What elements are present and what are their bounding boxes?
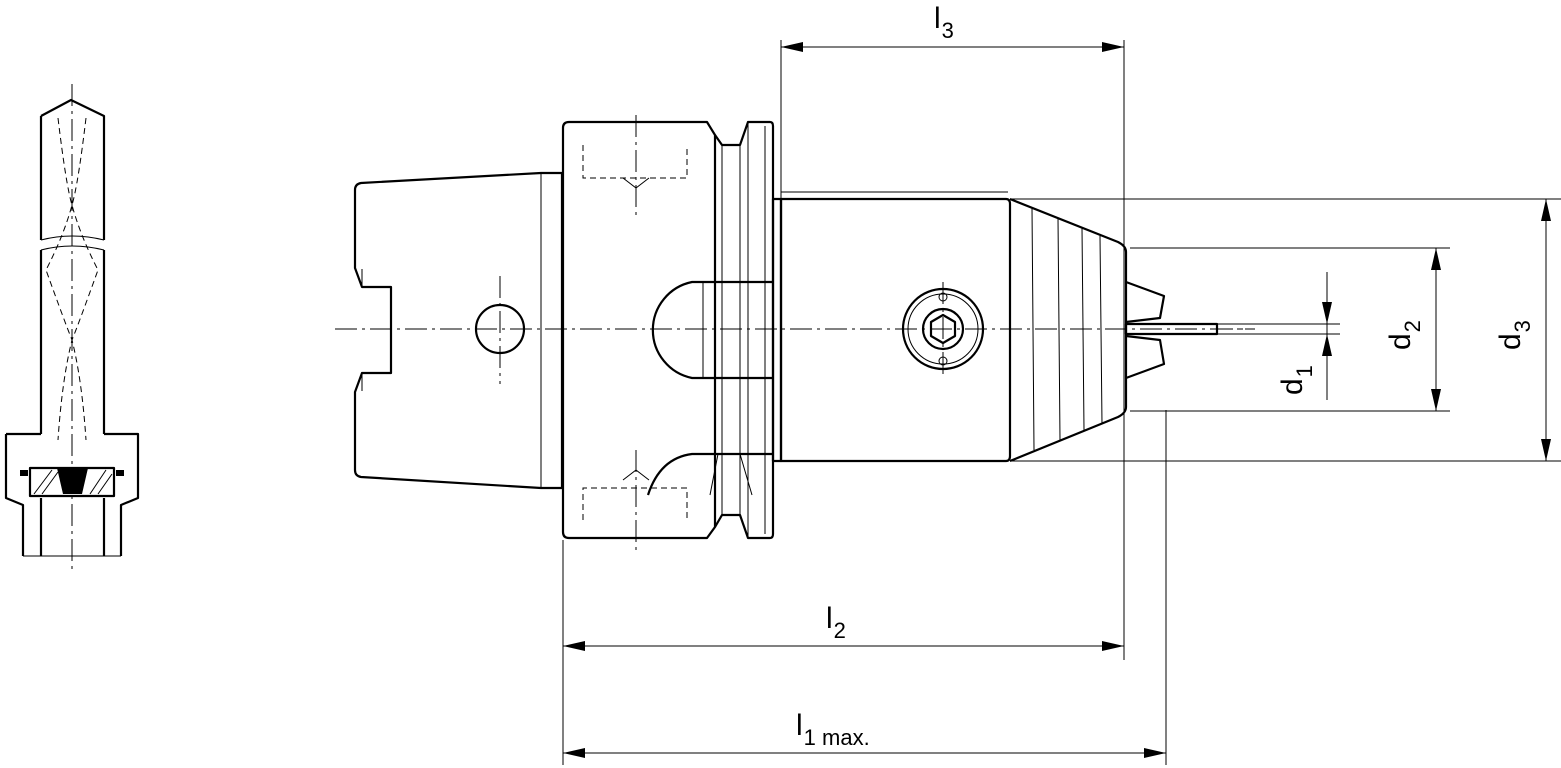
label-l2: l2 <box>826 602 846 643</box>
label-l3: l3 <box>934 2 954 43</box>
tightening-screw <box>901 282 985 378</box>
chuck-body <box>779 197 1012 463</box>
flange-body <box>561 120 717 540</box>
v-groove-ring <box>714 120 775 540</box>
detail-housing <box>4 432 140 556</box>
label-d1: d1 <box>1276 365 1317 395</box>
label-d3: d3 <box>1494 320 1535 350</box>
dimension-lines <box>562 40 1561 765</box>
label-l1-max: l1 max. <box>796 709 870 750</box>
drive-slot <box>651 280 773 380</box>
tool-holder <box>335 115 1255 550</box>
detail-view <box>4 84 140 574</box>
chuck-nose <box>1009 197 1128 463</box>
detail-shank-top <box>40 98 106 240</box>
chuck-jaws <box>1125 280 1166 380</box>
label-d2: d2 <box>1384 320 1425 350</box>
taper-shank <box>353 171 564 490</box>
